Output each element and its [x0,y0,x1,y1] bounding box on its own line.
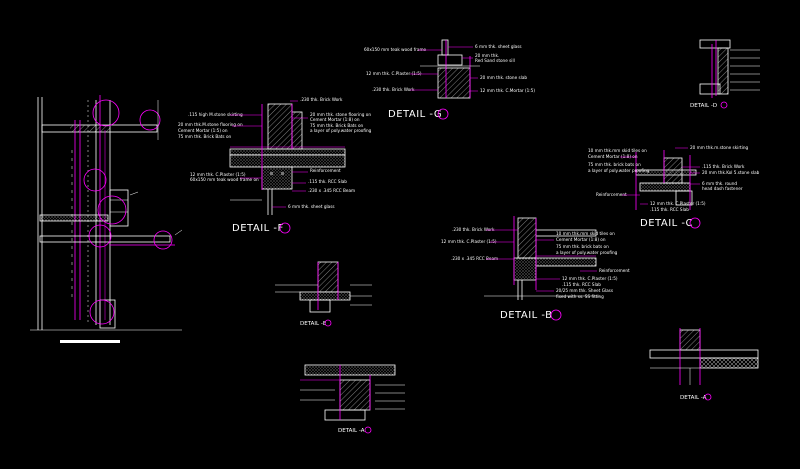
detail-a-bottom-right: DETAIL -A [649,328,759,401]
detail-f: .230 thk. Brick Work .115 high M.stone s… [178,97,372,234]
label-f-12: 60x150 mm teak wood frame on [190,177,259,182]
label-b-2: 12 mm thk. C.Plaster (1:5) [441,239,497,244]
detail-g-title: DETAIL -G [388,109,442,120]
label-f-6: Cement Mortar (1:5) on [178,128,228,133]
detail-b: .230 thk. Brick Work 12 mm thk. C.Plaste… [441,216,630,321]
label-c-4: 75 mm thk. brick bats on [588,162,641,167]
detail-g: 60x150 mm teak wood frame 6 mm thk. shee… [364,39,535,120]
label-g-8: 12 mm thk. C.Mortar (1:5) [480,88,535,93]
label-b-9: 12 mm thk. C.Plaster (1:5) [562,276,618,281]
label-f-11: 12 mm thk. C.Plaster (1:5) [190,172,246,177]
label-c-6: .115 thk. Brick Work [702,164,745,169]
detail-a-bottom-title: DETAIL -A [338,428,365,434]
label-b-3: 10 mm thk.mm skid tiles on [556,231,615,236]
label-c-3: Cement Mortar (1:8) on [588,154,638,159]
label-c-7: 20 mm thk.Kol 5.stone slab [702,170,760,175]
label-g-4: Red Sand stone sill [475,58,515,63]
label-g-3: 20 mm thk. [475,53,499,58]
label-b-11: 20/25 mm thk. Sheet Glass [556,288,613,293]
detail-c-title: DETAIL -C [640,218,693,229]
label-c-12: .115 thk. RCC Slab [650,207,689,212]
detail-a-bottom-right-title: DETAIL -A [680,395,707,401]
label-c-5: a layer of poly.water proofing [588,168,650,173]
label-c-8: 6 mm thk. round [702,181,737,186]
label-b-12: fixed with ss. SS fitting [556,294,604,299]
label-f-7: 75 mm thk. Brick Bats on [310,123,364,128]
label-b-6: a layer of poly.water proofing [556,250,618,255]
label-c-1: 20 mm thk.m.stone skirting [690,145,749,150]
label-g-1: 60x150 mm teak wood frame [364,47,427,52]
label-c-10: Reinforcement [596,192,627,197]
label-f-10: Reinforcement [310,168,341,173]
label-c-9: head dash fastener [702,186,743,191]
label-b-10: .115 thk. RCC Slab [562,282,601,287]
detail-c: 20 mm thk.m.stone skirting 10 mm thk.mm … [588,145,760,229]
detail-e-title: DETAIL -E [300,321,327,327]
label-f-15: 6 mm thk. sheet glass [288,204,335,209]
label-b-8: Reinforcement [599,268,630,273]
label-f-5: Cement Mortar (1:8) on [310,117,360,122]
label-f-14: .230 x .345 RCC Beam [308,188,355,193]
label-g-7: .230 thk. Brick Work [372,87,415,92]
label-f-13: .115 thk. RCC Slab [308,179,347,184]
label-g-6: 20 mm thk. stone slab [480,75,527,80]
label-b-5: 75 mm thk. brick bats on [556,244,609,249]
label-f-1: .230 thk. Brick Work [300,97,343,102]
detail-e: DETAIL -E [275,261,372,327]
label-f-8: 75 mm thk. Brick Bats on [178,134,232,139]
wall-section-elevation [30,95,183,343]
detail-b-title: DETAIL -B [500,310,553,321]
label-c-2: 10 mm thk.mm skid tiles on [588,148,647,153]
label-b-1: .230 thk. Brick Work [452,227,495,232]
label-f-9: a layer of poly.water proofing [310,128,372,133]
label-c-11: 12 mm thk. C.Plaster (1:5) [650,201,706,206]
detail-f-title: DETAIL -F [232,223,284,234]
label-b-7: .230 x .345 RCC Beam [451,256,498,261]
label-f-2: .115 high M.stone skirting [188,112,243,117]
label-f-3: 20 mm thk. stone flooring on [310,112,371,117]
detail-d-title: DETAIL -D [690,103,717,109]
label-g-5: 12 mm thk. C.Plaster (1:5) [366,71,422,76]
detail-d: DETAIL -D [690,39,760,109]
label-g-2: 6 mm thk. sheet glass [475,44,522,49]
label-b-4: Cement Mortar (1:8) on [556,237,606,242]
label-f-4: 20 mm thk.M.stone flooring on [178,122,243,127]
detail-a-bottom: DETAIL -A [300,364,405,434]
